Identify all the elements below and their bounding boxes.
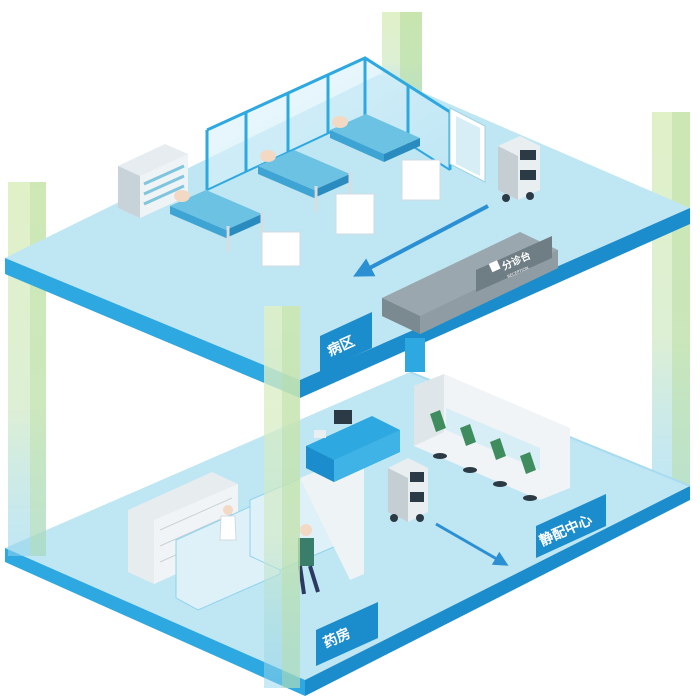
delivery-robot-lower <box>388 458 428 522</box>
reception-icon <box>488 260 501 273</box>
ward-cabinet <box>118 144 188 218</box>
pharmacist-figure <box>219 505 237 541</box>
customer-figure <box>298 524 320 595</box>
flow-arrow-lower <box>435 522 509 566</box>
hospital-beds <box>170 114 441 267</box>
front-pillar <box>264 306 300 688</box>
lab-workstation <box>306 410 400 482</box>
zone-badge-pharmacy: 药房 <box>316 602 378 666</box>
ward-door <box>449 107 486 183</box>
zone-badge-ward: 病区 <box>320 312 372 372</box>
left-pillar <box>8 182 46 556</box>
pharmacy-shelves <box>128 456 364 611</box>
reception-desk: 分诊台 RECEPTION <box>382 232 558 334</box>
flow-arrow-upper <box>353 204 489 277</box>
delivery-robot-upper <box>498 136 540 202</box>
iv-hoods <box>414 374 570 501</box>
